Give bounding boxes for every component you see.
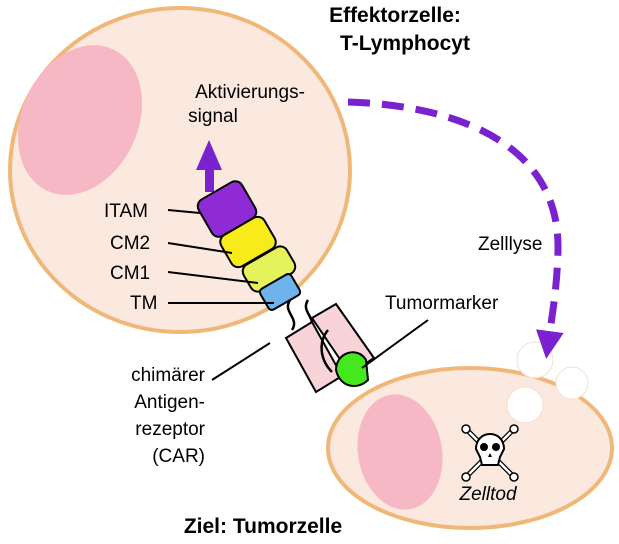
leader-lines — [167, 209, 429, 381]
tumor-marker-leader — [361, 319, 429, 369]
car-label-line4: (CAR) — [152, 446, 205, 467]
skull-crossbones-icon — [461, 424, 519, 482]
lysis-bubble — [555, 366, 589, 400]
car-label-line2: Antigen- — [134, 392, 205, 413]
car-hinge-1 — [286, 299, 296, 331]
car-label-line1: chimärer — [131, 365, 206, 386]
itam-label: ITAM — [104, 201, 148, 222]
t-lymphocyte-title: T-Lymphocyt — [340, 32, 470, 55]
cm1-label: CM1 — [110, 263, 150, 284]
antibody-linker — [320, 329, 333, 373]
t-lymphocyte — [8, 6, 352, 334]
itam-leader — [167, 209, 201, 214]
effector-cell-title: Effektorzelle: — [329, 4, 461, 27]
lysis-bubble — [516, 341, 554, 379]
lysis-label: Zelllyse — [478, 234, 542, 255]
cm2-leader — [167, 242, 233, 254]
lysis-arrow — [347, 98, 564, 359]
tumor-cell-nucleus — [357, 394, 443, 510]
car-leader — [211, 342, 271, 381]
tm-label: TM — [130, 293, 157, 314]
lysis-bubble — [506, 386, 544, 424]
tm-domain — [258, 273, 302, 311]
tumor-marker-antigen — [334, 351, 370, 387]
activation-signal-label: Aktivierungs- — [195, 82, 305, 103]
activation-signal-label: signal — [188, 106, 238, 127]
tumor-cell — [326, 341, 614, 530]
activation-signal-arrow — [196, 140, 222, 192]
cm2-label: CM2 — [110, 233, 150, 254]
target-cell-title: Ziel: Tumorzelle — [184, 515, 342, 538]
t-cell-nucleus — [17, 45, 143, 195]
tumor-marker-label: Tumormarker — [385, 293, 499, 314]
car-intracellular-domains — [196, 180, 302, 311]
car-label-line3: rezeptor — [135, 419, 205, 440]
cm1-leader — [167, 271, 259, 284]
cell-death-label: Zelltod — [458, 484, 517, 505]
